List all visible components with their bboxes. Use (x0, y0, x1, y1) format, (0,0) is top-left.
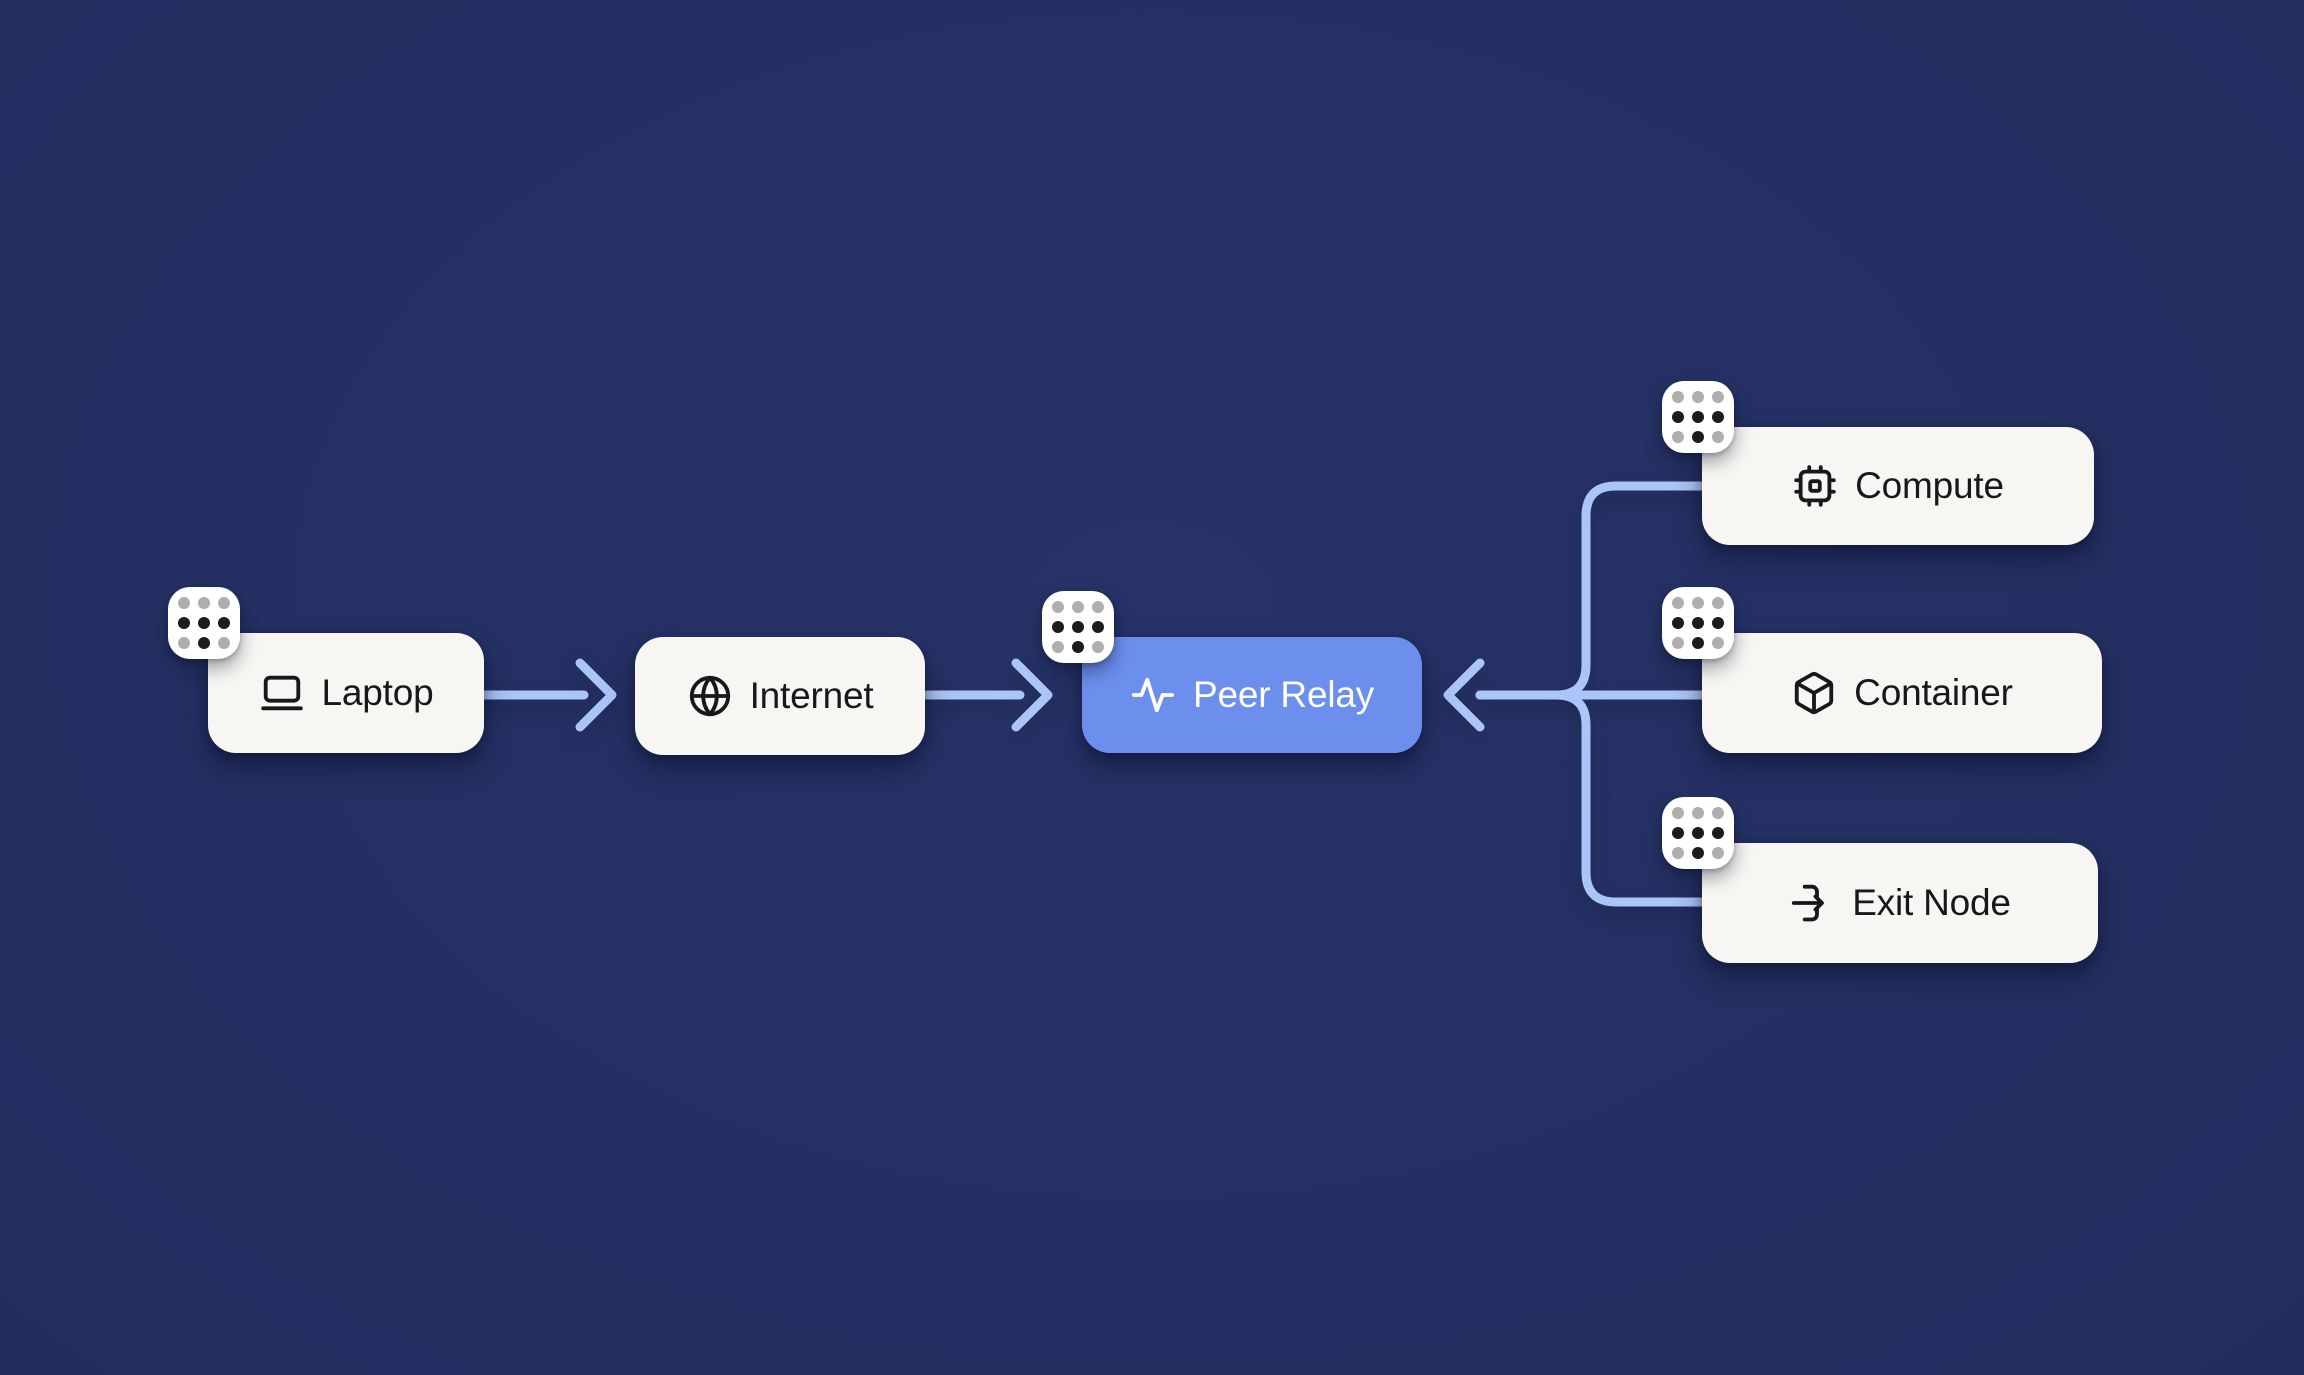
drag-handle-badge[interactable] (1662, 381, 1734, 453)
edge-compute-branch (1475, 481, 1707, 700)
node-label: Peer Relay (1192, 674, 1375, 715)
grip-dots-icon (178, 597, 230, 649)
grip-dots-icon (1672, 807, 1724, 859)
node-container[interactable]: Container (1662, 587, 2102, 753)
box-icon (1795, 671, 1834, 715)
drag-handle-badge[interactable] (1662, 587, 1734, 659)
edge-internet-peer-relay (922, 658, 1053, 732)
edge-exit-node-branch (1475, 690, 1707, 907)
laptop-icon (260, 675, 303, 711)
node-label: Exit Node (1852, 882, 2011, 923)
exit-arrow-icon (1792, 884, 1825, 922)
edge-laptop-internet (479, 658, 617, 732)
cpu-icon (1794, 465, 1836, 507)
node-label: Internet (749, 675, 874, 716)
drag-handle-badge[interactable] (1042, 591, 1114, 663)
drag-handle-badge[interactable] (1662, 797, 1734, 869)
drag-handle-badge[interactable] (168, 587, 240, 659)
globe-icon (689, 675, 730, 717)
node-label: Compute (1855, 465, 2004, 506)
grip-dots-icon (1672, 391, 1724, 443)
node-laptop[interactable]: Laptop (168, 587, 484, 753)
activity-icon (1131, 677, 1175, 713)
node-exit-node[interactable]: Exit Node (1662, 797, 2098, 963)
node-compute[interactable]: Compute (1662, 381, 2094, 545)
grip-dots-icon (1052, 601, 1104, 653)
node-internet[interactable]: Internet (635, 637, 925, 755)
grip-dots-icon (1672, 597, 1724, 649)
node-label: Container (1854, 672, 2013, 713)
node-label: Laptop (321, 672, 434, 713)
node-peer-relay[interactable]: Peer Relay (1042, 591, 1422, 753)
edge-junction-arrowhead (1443, 658, 1485, 732)
